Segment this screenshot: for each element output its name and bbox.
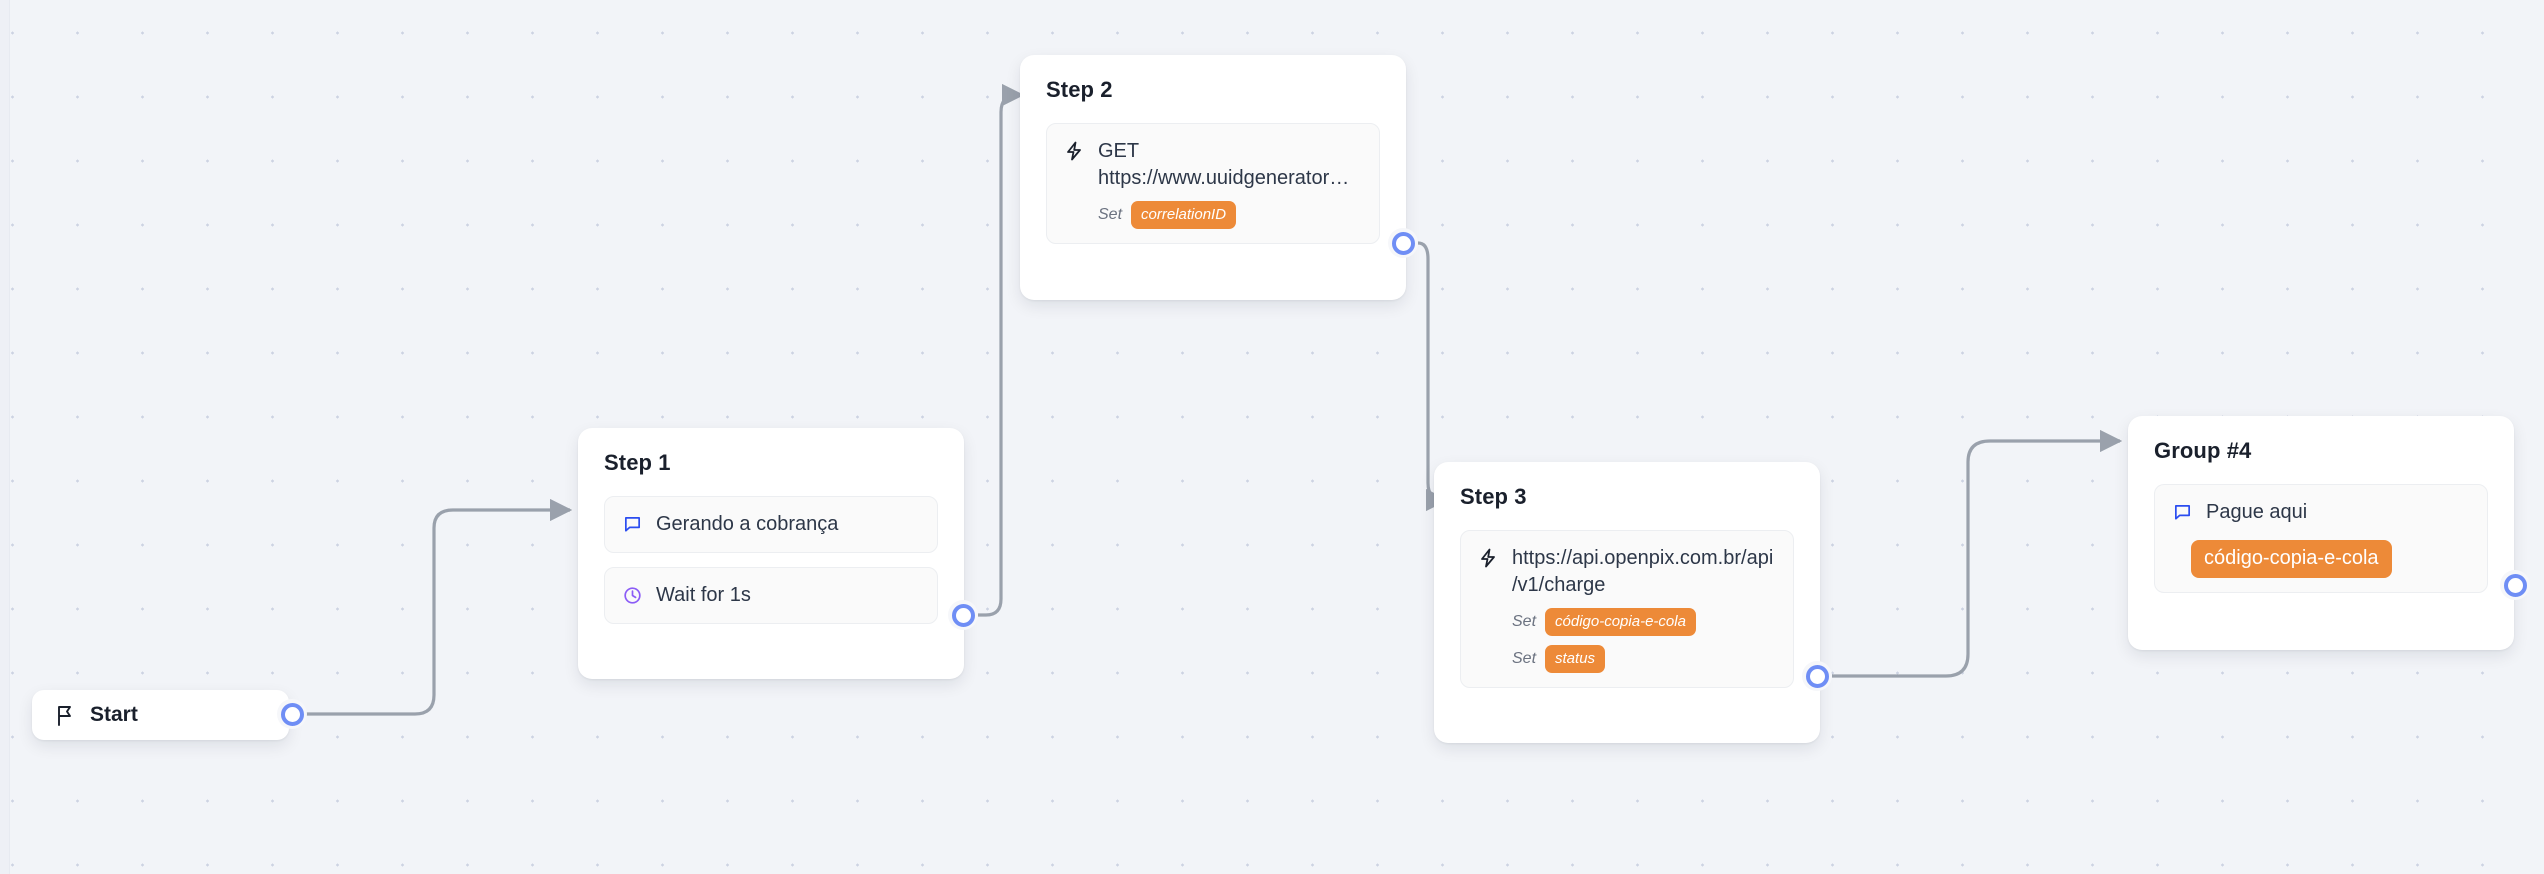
edge-step2-to-step3	[1417, 241, 1449, 512]
handle-step1-source[interactable]	[948, 600, 978, 630]
edge-step3-to-group4	[1832, 429, 2123, 678]
node-step3-title: Step 3	[1460, 484, 1527, 509]
node-step1-title: Step 1	[604, 450, 671, 475]
block-http-request[interactable]: https://api.openpix.com.br/api/v1/charge…	[1460, 530, 1794, 688]
lightning-bolt-icon	[1063, 138, 1085, 164]
lightning-bolt-icon	[1477, 545, 1499, 571]
block-label: Pague aqui	[2206, 501, 2308, 523]
chat-bubble-icon	[621, 511, 643, 537]
block-label: Gerando a cobrança	[656, 513, 839, 535]
variable-chip[interactable]: código-copia-e-cola	[2191, 540, 2392, 578]
handle-step2-source[interactable]	[1388, 228, 1418, 258]
flag-icon	[54, 702, 76, 728]
start-label: Start	[90, 703, 138, 726]
node-step3[interactable]: Step 3 https://api.openpix.com.br/api/v1…	[1434, 462, 1820, 743]
edge-start-to-step1	[292, 498, 573, 716]
node-step2-title: Step 2	[1046, 77, 1113, 102]
node-start[interactable]: Start	[32, 690, 289, 740]
chat-bubble-icon	[2171, 499, 2193, 525]
node-step2[interactable]: Step 2 GET https://www.uuidgenerator… Se…	[1020, 55, 1406, 300]
variable-chip[interactable]: código-copia-e-cola	[1545, 608, 1696, 636]
edge-step1-to-step2	[978, 83, 1025, 617]
block-label: Wait for 1s	[656, 584, 751, 606]
block-label: https://api.openpix.com.br/api/v1/charge	[1512, 547, 1774, 596]
variable-chip[interactable]: status	[1545, 645, 1606, 673]
set-variable-row: Set correlationID	[1063, 201, 1363, 229]
block-message[interactable]: Pague aqui código-copia-e-cola	[2154, 484, 2488, 593]
block-label: GET https://www.uuidgenerator…	[1098, 140, 1350, 189]
set-label: Set	[1098, 206, 1123, 223]
node-step1[interactable]: Step 1 Gerando a cobrança W	[578, 428, 964, 679]
set-variable-row: Set código-copia-e-cola	[1477, 608, 1777, 636]
set-label: Set	[1512, 650, 1537, 667]
block-http-request[interactable]: GET https://www.uuidgenerator… Set corre…	[1046, 123, 1380, 244]
canvas-left-rail	[0, 0, 10, 874]
handle-step3-source[interactable]	[1802, 661, 1832, 691]
node-group4[interactable]: Group #4 Pague aqui código-copia-e-cola	[2128, 416, 2514, 650]
handle-start-source[interactable]	[277, 699, 307, 729]
block-message[interactable]: Gerando a cobrança	[604, 496, 938, 553]
block-wait[interactable]: Wait for 1s	[604, 567, 938, 624]
variable-chip[interactable]: correlationID	[1131, 201, 1237, 229]
node-group4-title: Group #4	[2154, 438, 2252, 463]
clock-icon	[621, 582, 643, 608]
variable-chip-row: código-copia-e-cola	[2171, 540, 2471, 578]
set-label: Set	[1512, 613, 1537, 630]
handle-group4-source[interactable]	[2500, 570, 2530, 600]
set-variable-row: Set status	[1477, 645, 1777, 673]
